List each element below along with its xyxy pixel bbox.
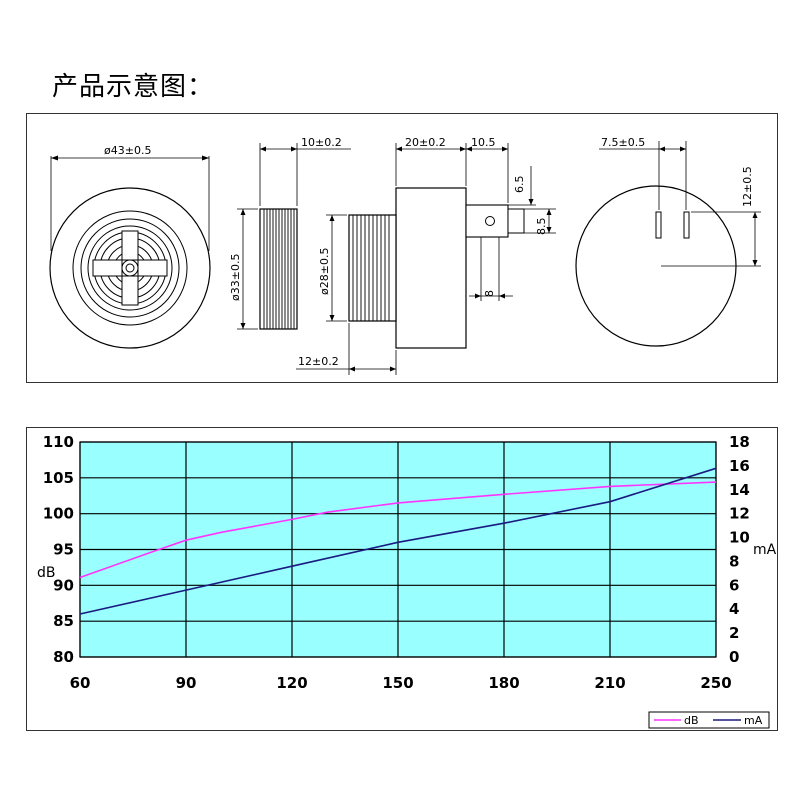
right-tick-label: 2 — [729, 624, 739, 642]
right-tick-label: 12 — [729, 505, 750, 523]
chart-panel: 80 85 90 95 100 105 110 60 90 120 150 180 210 250 0 2 4 6… — [26, 427, 778, 731]
right-tick-label: 16 — [729, 457, 750, 475]
dim-side-dia: ø33±0.5 — [229, 254, 242, 301]
right-tick-label: 4 — [729, 600, 739, 618]
dim-front-outer-dia: ø43±0.5 — [104, 144, 151, 157]
left-tick-label: 110 — [43, 433, 74, 451]
series-line-ma — [79, 467, 717, 615]
section-view — [296, 143, 556, 375]
page-title: 产品示意图： — [52, 72, 215, 102]
dim-pin-depth: 12±0.5 — [741, 166, 754, 207]
x-tick-label: 250 — [700, 674, 731, 692]
dim-pin-offset: 6.5 — [513, 176, 526, 194]
left-tick-label: 100 — [43, 505, 74, 523]
dim-neck-length: 12±0.2 — [298, 355, 339, 368]
x-tick-label: 120 — [276, 674, 307, 692]
left-tick-label: 85 — [53, 612, 74, 630]
left-axis-label: dB — [37, 565, 56, 581]
x-tick-label: 210 — [594, 674, 625, 692]
legend: dB mA — [648, 711, 770, 729]
left-tick-label: 105 — [43, 469, 74, 487]
left-tick-label: 80 — [53, 648, 74, 666]
dim-side-width: 10±0.2 — [301, 136, 342, 149]
technical-drawing-panel: ø43±0.5 10±0.2 ø33±0.5 20±0.2 10.5 6.5 8… — [26, 113, 778, 383]
legend-label-db: dB — [684, 714, 699, 727]
dim-pin-spacing: 7.5±0.5 — [601, 136, 645, 149]
right-tick-label: 14 — [729, 481, 750, 499]
x-tick-label: 150 — [382, 674, 413, 692]
technical-drawing: ø43±0.5 10±0.2 ø33±0.5 20±0.2 10.5 6.5 8… — [49, 136, 761, 375]
right-tick-label: 10 — [729, 529, 750, 547]
right-tick-label: 8 — [729, 552, 739, 570]
front-view — [49, 155, 211, 349]
right-tick-label: 0 — [729, 648, 739, 666]
left-tick-label: 95 — [53, 541, 74, 559]
x-tick-label: 60 — [70, 674, 91, 692]
series-line-db — [79, 481, 717, 579]
dim-pin-length: 10.5 — [471, 136, 496, 149]
chart: 80 85 90 95 100 105 110 60 90 120 150 180 210 250 0 2 4 6… — [37, 433, 777, 729]
left-tick-label: 90 — [53, 576, 74, 594]
side-view — [237, 143, 351, 330]
dim-pin-height: 8.5 — [535, 218, 548, 236]
x-tick-label: 180 — [488, 674, 519, 692]
right-axis-label: mA — [753, 542, 777, 558]
right-tick-label: 6 — [729, 576, 739, 594]
x-tick-label: 90 — [176, 674, 197, 692]
dim-body-length: 20±0.2 — [405, 136, 446, 149]
dim-neck-dia: ø28±0.5 — [318, 248, 331, 295]
legend-label-ma: mA — [744, 714, 763, 727]
dim-pin-width: 8 — [483, 290, 496, 297]
right-tick-label: 18 — [729, 433, 750, 451]
rear-view — [575, 141, 761, 347]
